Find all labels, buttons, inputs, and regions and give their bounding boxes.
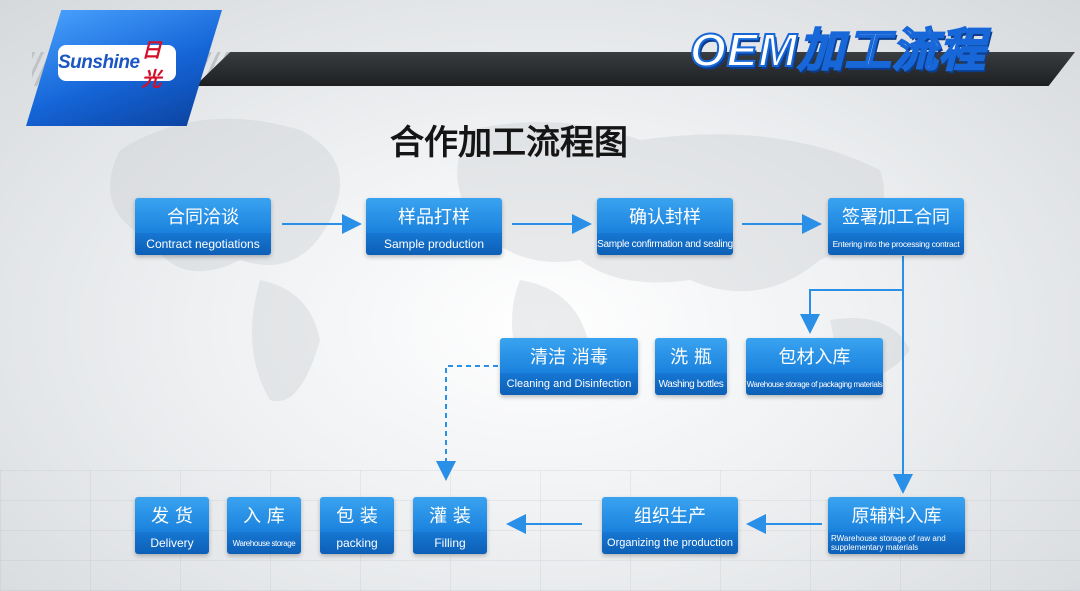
arrow-sign-to-packaging: [800, 289, 903, 334]
node-organize-cn: 组织生产: [602, 497, 738, 533]
node-contract[interactable]: 合同洽谈 Contract negotiations: [135, 198, 271, 255]
node-clean-en: Cleaning and Disinfection: [500, 373, 638, 395]
node-raw-store-en: RWarehouse storage of raw and supplement…: [828, 532, 965, 554]
node-packing-en: packing: [320, 532, 394, 554]
node-sign-en: Entering into the processing contract: [828, 233, 964, 255]
node-sign[interactable]: 签署加工合同 Entering into the processing cont…: [828, 198, 964, 255]
node-raw-store-cn: 原辅料入库: [828, 497, 965, 533]
node-warehouse[interactable]: 入 库 Warehouse storage: [227, 497, 301, 554]
node-packing-cn: 包 装: [320, 497, 394, 533]
node-packaging-store[interactable]: 包材入库 Warehouse storage of packaging mate…: [746, 338, 883, 395]
node-warehouse-en: Warehouse storage: [227, 532, 301, 554]
node-delivery-cn: 发 货: [135, 497, 209, 533]
node-confirm-cn: 确认封样: [597, 198, 733, 234]
node-packaging-store-cn: 包材入库: [746, 338, 883, 374]
node-clean[interactable]: 清洁 消毒 Cleaning and Disinfection: [500, 338, 638, 395]
node-warehouse-cn: 入 库: [227, 497, 301, 533]
node-packing[interactable]: 包 装 packing: [320, 497, 394, 554]
node-organize-en: Organizing the production: [602, 532, 738, 554]
node-wash-cn: 洗 瓶: [655, 338, 727, 374]
node-confirm-en: Sample confirmation and sealing: [597, 233, 733, 255]
node-wash[interactable]: 洗 瓶 Washing bottles: [655, 338, 727, 395]
node-delivery[interactable]: 发 货 Delivery: [135, 497, 209, 554]
node-filling-cn: 灌 装: [413, 497, 487, 533]
diagram-title: 合作加工流程图: [390, 123, 628, 163]
header-bar: [195, 52, 1075, 86]
node-sample-cn: 样品打样: [366, 198, 502, 234]
node-sample-en: Sample production: [366, 233, 502, 255]
node-raw-store[interactable]: 原辅料入库 RWarehouse storage of raw and supp…: [828, 497, 965, 554]
node-clean-cn: 清洁 消毒: [500, 338, 638, 374]
node-organize[interactable]: 组织生产 Organizing the production: [602, 497, 738, 554]
logo-text-cn: 日光: [141, 40, 162, 91]
node-confirm[interactable]: 确认封样 Sample confirmation and sealing: [597, 198, 733, 255]
node-delivery-en: Delivery: [135, 532, 209, 554]
node-sign-cn: 签署加工合同: [828, 198, 964, 234]
header-title: OEM加工流程: [689, 23, 986, 77]
node-packaging-store-en: Warehouse storage of packaging materials: [746, 373, 883, 395]
arrow-clean-to-filling: [436, 365, 498, 481]
node-wash-en: Washing bottles: [655, 373, 727, 395]
node-contract-en: Contract negotiations: [135, 233, 271, 255]
node-filling-en: Filling: [413, 532, 487, 554]
node-contract-cn: 合同洽谈: [135, 198, 271, 234]
node-filling[interactable]: 灌 装 Filling: [413, 497, 487, 554]
node-sample[interactable]: 样品打样 Sample production: [366, 198, 502, 255]
logo-text-en: Sunshine: [58, 52, 140, 73]
